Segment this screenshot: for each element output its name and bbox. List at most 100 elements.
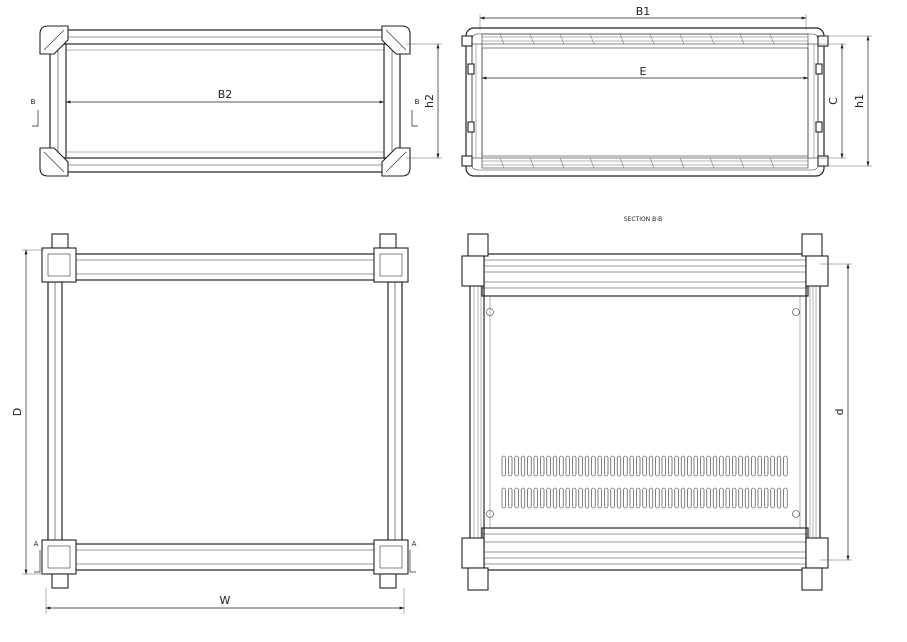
vent-slot xyxy=(700,455,705,477)
screw-holes xyxy=(486,308,800,518)
dim-label-e: E xyxy=(640,65,647,78)
vent-slot xyxy=(648,455,654,477)
vent-slot xyxy=(629,487,634,509)
vent-slot xyxy=(565,487,570,509)
vent-slot xyxy=(693,487,698,509)
top-view: D W A A xyxy=(11,233,417,614)
vent-slot xyxy=(770,487,775,509)
vent-slot xyxy=(764,455,769,477)
section-mark-b-right: B xyxy=(415,98,420,106)
vent-slot xyxy=(719,487,724,509)
vent-slot xyxy=(540,455,545,477)
section-bb-view: SECTION B-B xyxy=(461,216,852,591)
vent-slot xyxy=(783,455,788,477)
vent-slot xyxy=(719,455,724,477)
vent-slot xyxy=(501,487,506,509)
vent-slot xyxy=(687,455,692,477)
vent-slot xyxy=(514,455,519,477)
vent-slot xyxy=(584,455,590,477)
vent-slot xyxy=(744,487,750,509)
ventilation-slots xyxy=(501,455,788,509)
vent-slot xyxy=(597,487,602,509)
vent-slot xyxy=(738,455,743,477)
vent-slot xyxy=(668,455,673,477)
vent-slot xyxy=(655,455,660,477)
vent-slot xyxy=(565,455,570,477)
vent-slot xyxy=(661,487,666,509)
vent-slot xyxy=(648,487,654,509)
vent-slot xyxy=(559,455,564,477)
vent-slot xyxy=(757,455,762,477)
vent-slot xyxy=(610,487,615,509)
vent-slot xyxy=(764,487,769,509)
vent-slot xyxy=(540,487,545,509)
dim-label-b2: B2 xyxy=(218,88,233,101)
vent-slot xyxy=(757,487,762,509)
section-mark-a-left: A xyxy=(34,540,39,548)
vent-slot xyxy=(591,455,596,477)
vent-slot xyxy=(680,455,686,477)
vent-slot xyxy=(744,455,750,477)
vent-slot xyxy=(572,487,577,509)
vent-slot xyxy=(520,487,526,509)
dim-label-h1: h1 xyxy=(853,94,866,108)
vent-slot xyxy=(732,487,737,509)
vent-slot xyxy=(642,455,647,477)
vent-slot xyxy=(520,455,526,477)
vent-slot xyxy=(623,487,628,509)
vent-slot xyxy=(783,487,788,509)
vent-slot xyxy=(776,455,782,477)
vent-slot xyxy=(706,455,711,477)
dim-label-d-upper: D xyxy=(11,408,24,416)
dim-label-d-lower: d xyxy=(833,409,846,416)
vent-slot xyxy=(533,455,538,477)
section-mark-a-right: A xyxy=(412,540,417,548)
vent-slot xyxy=(514,487,519,509)
vent-slot xyxy=(693,455,698,477)
vent-slot xyxy=(674,455,679,477)
vent-slot xyxy=(533,487,538,509)
dim-label-c: C xyxy=(827,97,840,105)
vent-slot xyxy=(700,487,705,509)
vent-slot xyxy=(604,455,609,477)
vent-slot xyxy=(559,487,564,509)
vent-slot xyxy=(738,487,743,509)
vent-slot xyxy=(527,487,532,509)
dim-label-b1: B1 xyxy=(636,5,651,18)
vent-slot xyxy=(578,487,583,509)
vent-slot xyxy=(680,487,686,509)
dim-label-h2: h2 xyxy=(423,94,436,108)
vent-slot xyxy=(751,487,756,509)
vent-slot xyxy=(508,455,513,477)
vent-slot xyxy=(604,487,609,509)
vent-slot xyxy=(712,487,718,509)
vent-slot xyxy=(501,455,506,477)
front-view: B2 h2 B B xyxy=(31,25,442,177)
vent-slot xyxy=(591,487,596,509)
vent-slot xyxy=(572,455,577,477)
vent-slot xyxy=(642,487,647,509)
vent-slot xyxy=(751,455,756,477)
vent-slot xyxy=(655,487,660,509)
vent-slot xyxy=(552,487,558,509)
vent-slot xyxy=(597,455,602,477)
vent-slot xyxy=(623,455,628,477)
section-mark-b-left: B xyxy=(31,98,36,106)
vent-slot xyxy=(776,487,782,509)
vent-slot xyxy=(706,487,711,509)
vent-slot xyxy=(770,455,775,477)
vent-slot xyxy=(674,487,679,509)
vent-slot xyxy=(712,455,718,477)
vent-slot xyxy=(552,455,558,477)
section-view: B1 E C h1 xyxy=(461,5,872,177)
vent-slot xyxy=(629,455,634,477)
section-title: SECTION B-B xyxy=(624,216,663,223)
vent-slot xyxy=(546,455,551,477)
vent-slot xyxy=(616,487,622,509)
vent-slot xyxy=(610,455,615,477)
vent-slot xyxy=(508,487,513,509)
vent-slot xyxy=(636,487,641,509)
vent-slot xyxy=(616,455,622,477)
vent-slot xyxy=(732,455,737,477)
